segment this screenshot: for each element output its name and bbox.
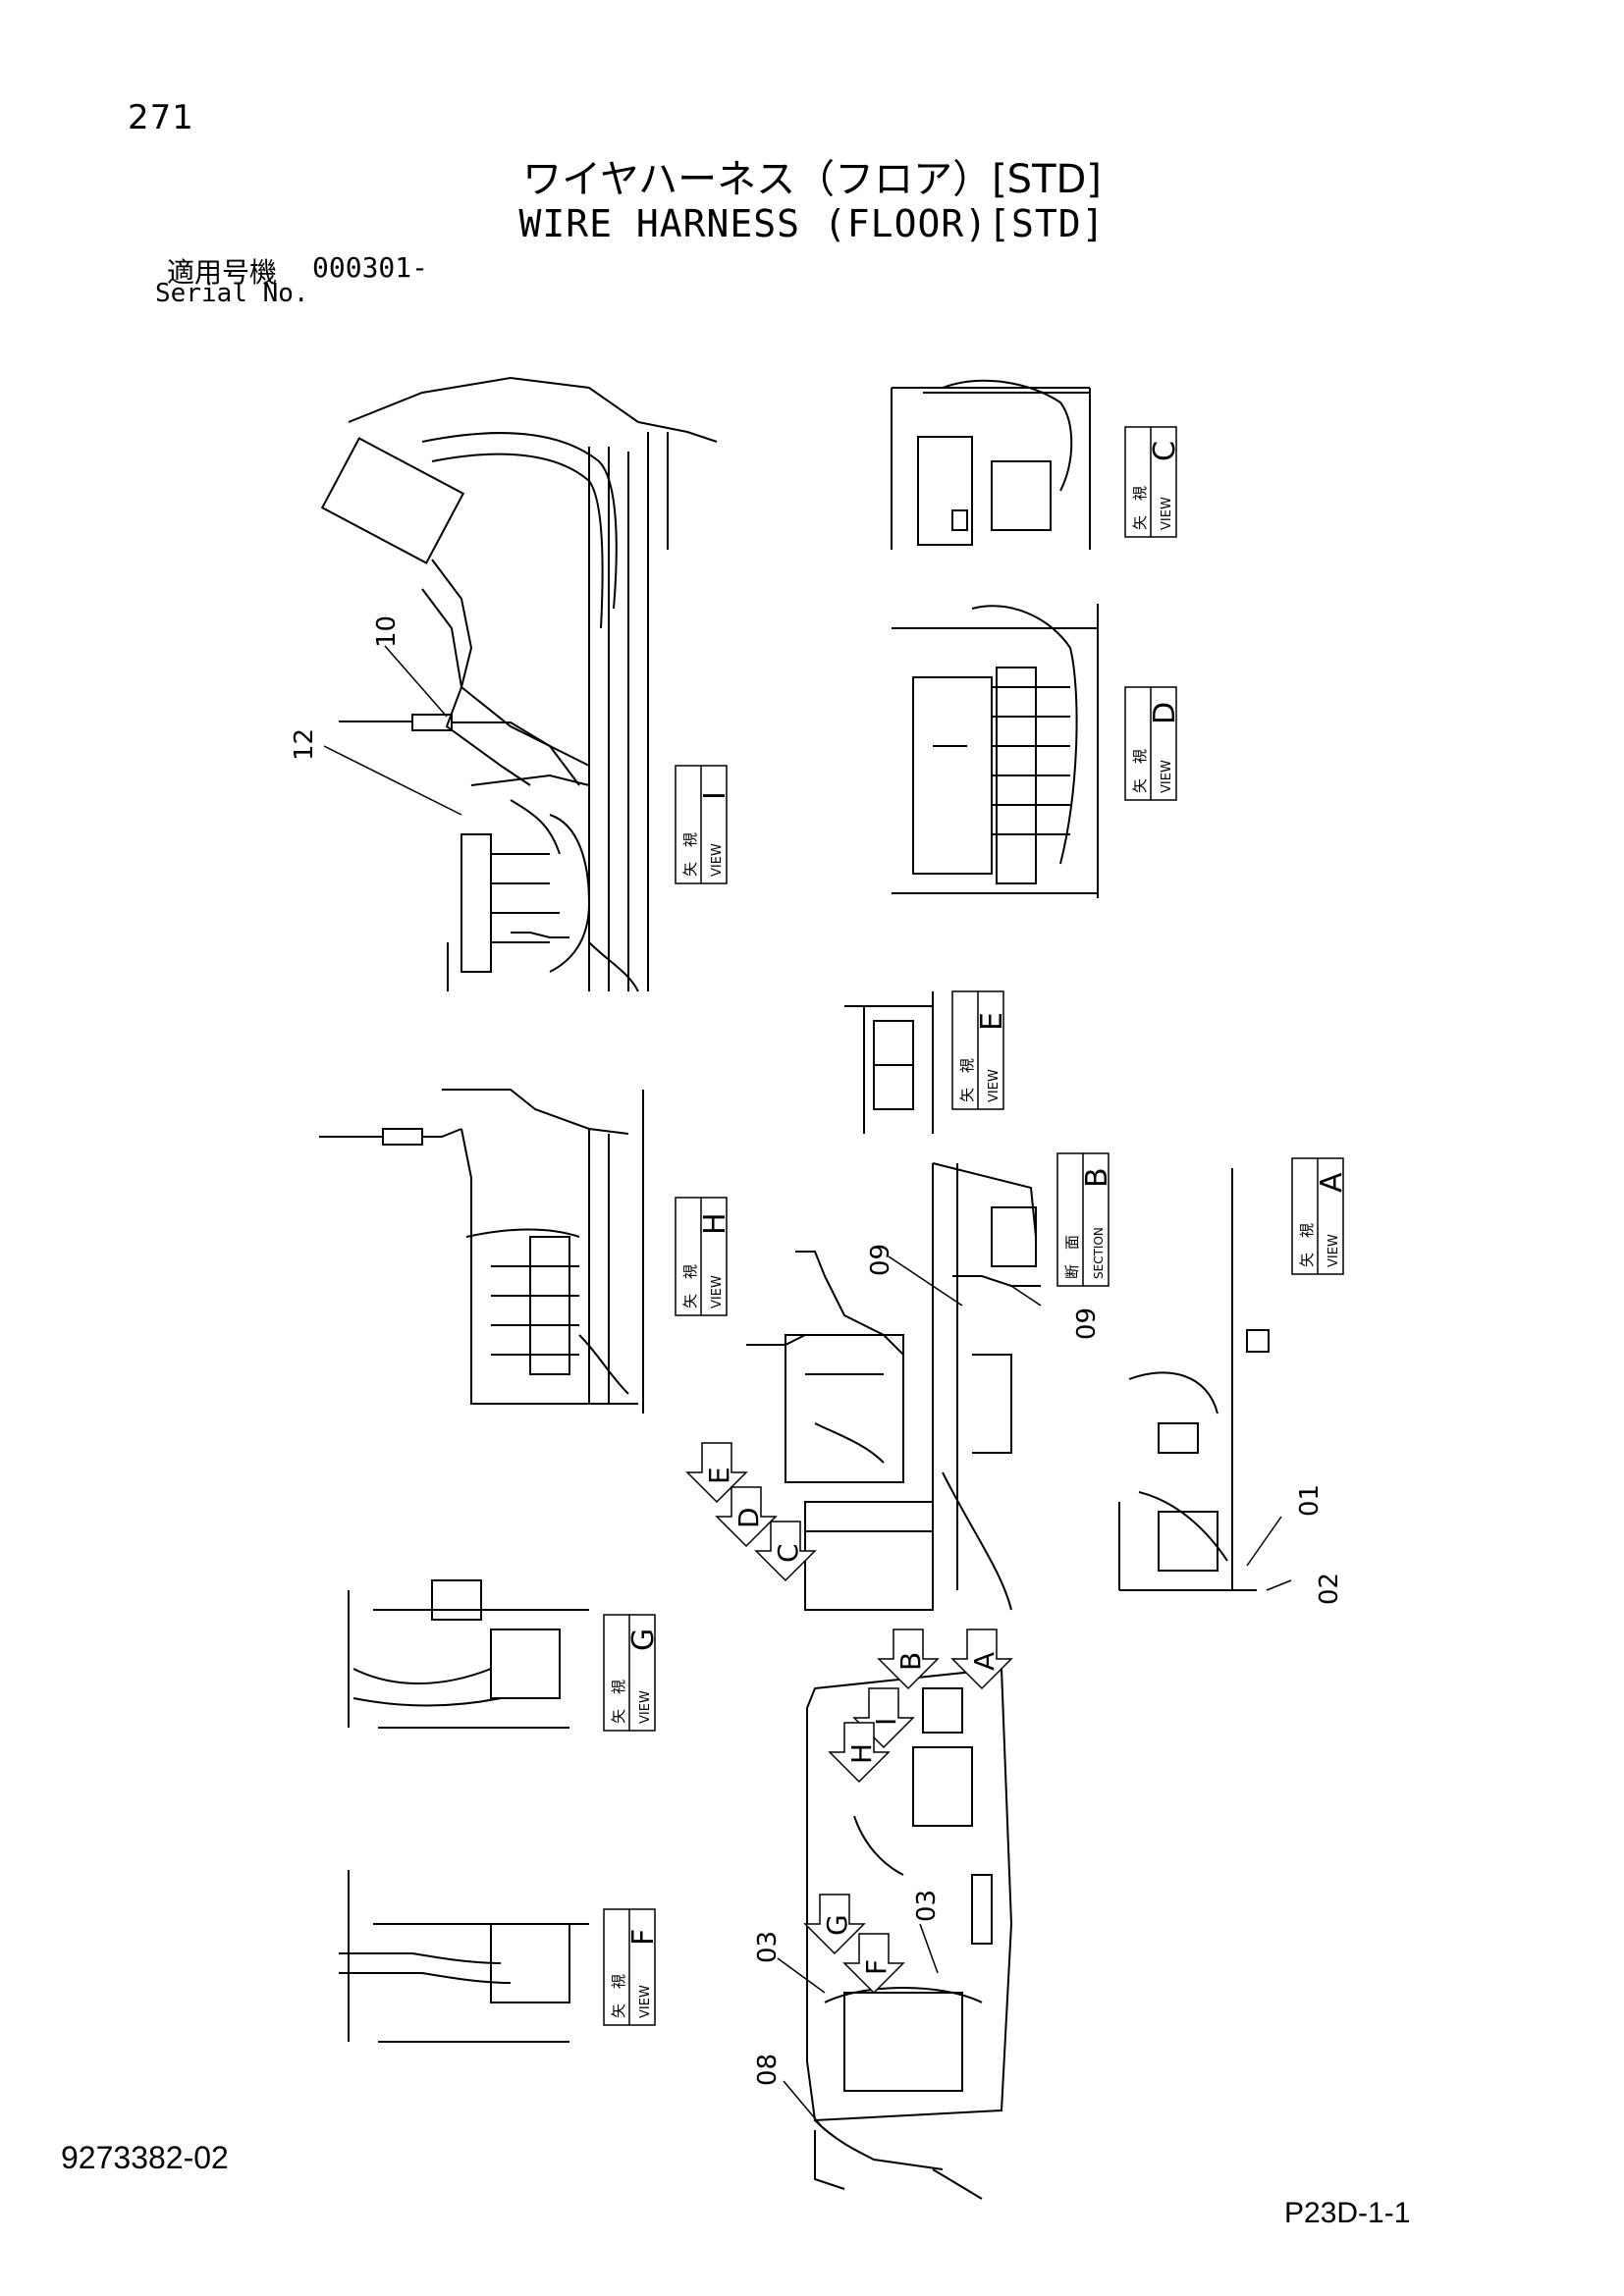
callout-08: 08 bbox=[753, 2054, 783, 2086]
arrow-c-letter: C bbox=[772, 1543, 804, 1563]
callout-09-a: 09 bbox=[866, 1244, 895, 1276]
view-d-view: VIEW bbox=[1160, 760, 1174, 793]
section-b-section: SECTION bbox=[1092, 1227, 1106, 1279]
view-e-drawing bbox=[844, 991, 934, 1134]
view-e-view: VIEW bbox=[987, 1069, 1001, 1102]
serial-label-japanese: 適用号機 bbox=[167, 256, 278, 289]
callout-02: 02 bbox=[1315, 1573, 1344, 1605]
arrow-d-letter: D bbox=[732, 1507, 765, 1528]
view-f-drawing bbox=[339, 1870, 589, 2043]
drawing-linework bbox=[319, 376, 1270, 2200]
arrow-a-letter: A bbox=[968, 1652, 1001, 1671]
callout-03-a: 03 bbox=[753, 1931, 783, 1963]
arrow-i-letter: I bbox=[870, 1718, 902, 1726]
view-f-view: VIEW bbox=[638, 1985, 653, 2018]
view-f-yashi: 矢 視 bbox=[610, 1974, 627, 2018]
view-arrow-letters: E D C B A I H G F bbox=[703, 1467, 1001, 1975]
view-i-yashi: 矢 視 bbox=[681, 832, 699, 877]
view-g-yashi: 矢 視 bbox=[610, 1680, 627, 1724]
view-c-letter: C bbox=[1148, 441, 1182, 461]
arrow-f-letter: F bbox=[860, 1959, 893, 1975]
arrow-g-letter: G bbox=[821, 1914, 853, 1936]
view-label-boxes bbox=[603, 426, 1344, 2026]
callout-09-b: 09 bbox=[1072, 1308, 1102, 1340]
part-callouts: 10 12 09 09 01 02 03 03 08 bbox=[290, 615, 1344, 2086]
page-title-japanese: ワイヤハーネス（フロア）[STD] bbox=[522, 157, 1102, 202]
view-c-yashi: 矢 視 bbox=[1131, 486, 1149, 530]
serial-label-english: Serial No. bbox=[155, 279, 309, 308]
view-g-letter: G bbox=[626, 1629, 661, 1651]
callout-12: 12 bbox=[290, 728, 319, 761]
view-c-drawing bbox=[891, 379, 1091, 550]
view-label-texts: 矢 視 VIEW C 矢 視 VIEW D 矢 視 VIEW I 矢 視 VIE… bbox=[610, 441, 1349, 2018]
view-a-letter: A bbox=[1315, 1172, 1349, 1193]
view-h-drawing bbox=[319, 1089, 644, 1414]
view-d-drawing bbox=[892, 604, 1099, 898]
document-number: 9273382-02 bbox=[61, 2140, 229, 2175]
section-b-drawing bbox=[746, 1162, 1041, 1611]
page-number: 271 bbox=[128, 98, 194, 137]
view-c-view: VIEW bbox=[1160, 497, 1174, 530]
page-title-english: WIRE HARNESS (FLOOR)[STD] bbox=[518, 202, 1106, 245]
view-h-yashi: 矢 視 bbox=[681, 1264, 699, 1308]
view-g-view: VIEW bbox=[638, 1690, 653, 1724]
view-a-yashi: 矢 視 bbox=[1298, 1223, 1316, 1267]
view-g-drawing bbox=[348, 1579, 589, 1729]
view-direction-arrows bbox=[685, 1442, 1013, 1995]
arrow-b-letter: B bbox=[894, 1652, 927, 1671]
view-a-drawing bbox=[1118, 1168, 1270, 1591]
section-b-letter: B bbox=[1080, 1167, 1114, 1188]
callout-10: 10 bbox=[372, 615, 402, 648]
callout-03-b: 03 bbox=[912, 1890, 942, 1922]
view-d-yashi: 矢 視 bbox=[1131, 749, 1149, 793]
view-e-letter: E bbox=[975, 1012, 1009, 1031]
section-b-danmen: 断 面 bbox=[1063, 1235, 1081, 1279]
arrow-e-letter: E bbox=[703, 1467, 735, 1484]
view-i-view: VIEW bbox=[710, 843, 725, 877]
view-h-letter: H bbox=[698, 1212, 732, 1235]
view-a-view: VIEW bbox=[1326, 1234, 1341, 1267]
view-h-view: VIEW bbox=[710, 1275, 725, 1308]
view-i-letter: I bbox=[698, 791, 732, 800]
callout-leaders bbox=[323, 645, 1292, 2131]
view-d-letter: D bbox=[1148, 702, 1182, 724]
plan-view-drawing bbox=[806, 1667, 1013, 2200]
callout-01: 01 bbox=[1295, 1484, 1325, 1517]
serial-number-value: 000301- bbox=[312, 251, 429, 284]
page-code: P23D-1-1 bbox=[1284, 2197, 1411, 2229]
arrow-h-letter: H bbox=[845, 1743, 878, 1764]
view-i-drawing bbox=[320, 376, 718, 992]
view-f-letter: F bbox=[626, 1929, 661, 1946]
view-e-yashi: 矢 視 bbox=[958, 1058, 976, 1102]
